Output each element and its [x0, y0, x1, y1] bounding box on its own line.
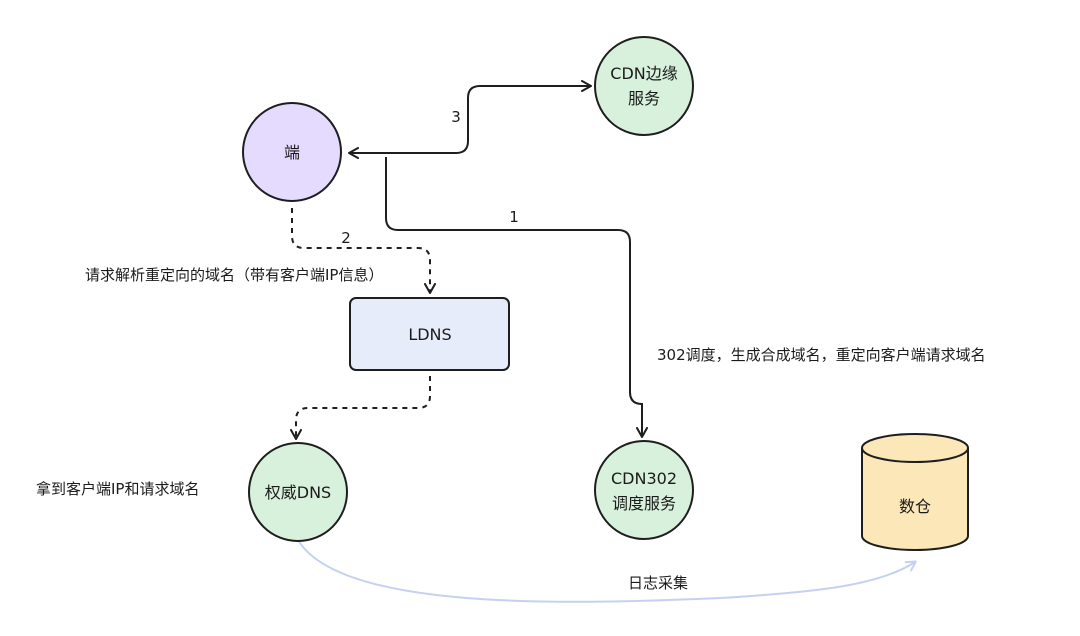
ldns-node[interactable]: LDNS [349, 297, 510, 371]
auth-dns-label: 权威DNS [265, 483, 331, 502]
data-warehouse-label: 数仓 [899, 497, 931, 516]
client-node[interactable]: 端 [242, 102, 342, 202]
auth-dns-node[interactable]: 权威DNS [248, 442, 348, 542]
cdn302-label-line2: 调度服务 [612, 494, 676, 513]
cdn302-node[interactable]: CDN302 调度服务 [594, 440, 694, 540]
step-3-label: 3 [451, 108, 461, 126]
data-warehouse-node[interactable]: 数仓 [861, 433, 969, 551]
log-collection-edge [297, 539, 917, 603]
cdn302-description-label: 302调度，生成合成域名，重定向客户端请求域名 [657, 346, 986, 364]
cdn302-label-line1: CDN302 [611, 469, 677, 488]
cdn-edge-node[interactable]: CDN边缘 服务 [594, 36, 694, 136]
step-1-label: 1 [509, 208, 519, 226]
edge-3-client-cdn-edge [348, 80, 592, 159]
auth-dns-description-label: 拿到客户端IP和请求域名 [36, 480, 199, 498]
ldns-label: LDNS [408, 325, 451, 344]
cdn-edge-label-line1: CDN边缘 [610, 64, 677, 83]
cdn-edge-label-line2: 服务 [628, 89, 660, 108]
ldns-request-label: 请求解析重定向的域名（带有客户端IP信息） [85, 266, 383, 284]
log-collection-label: 日志采集 [628, 574, 688, 592]
step-2-label: 2 [341, 229, 351, 247]
edge-1-client-cdn302 [385, 157, 648, 438]
edge-ldns-auth-dns [290, 376, 431, 440]
client-label: 端 [284, 143, 300, 162]
edge-2-client-ldns [291, 208, 436, 294]
